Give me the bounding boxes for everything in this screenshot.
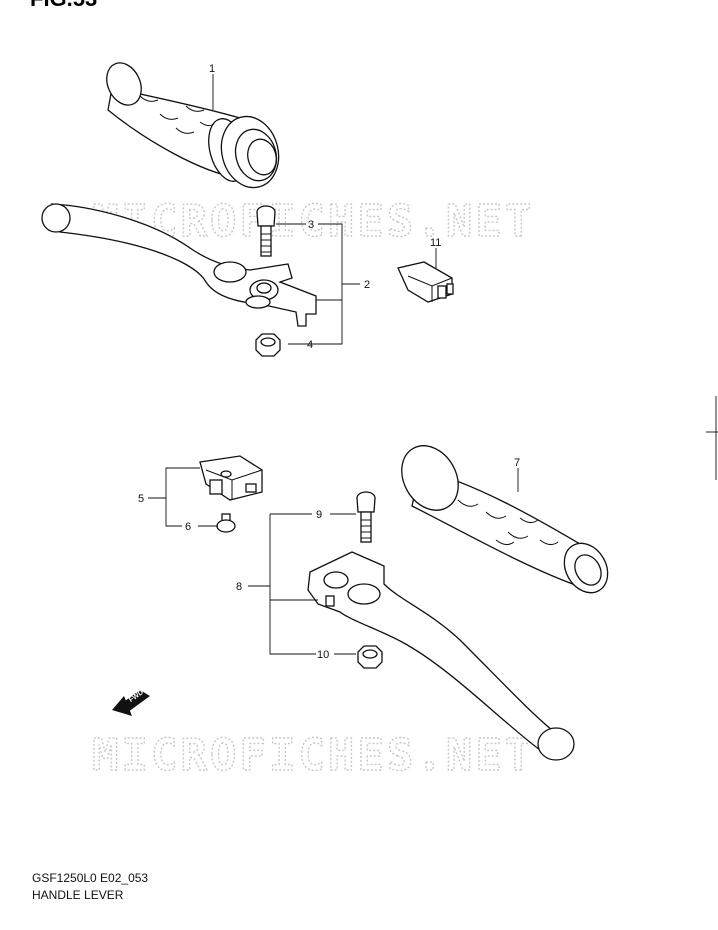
diagram-title: HANDLE LEVER [32,888,124,902]
right-grip-part [401,445,609,594]
lower-lever-part [307,551,575,761]
watermark-bottom: MICROFICHES.NET [92,730,534,781]
lower-nut-part [357,645,383,669]
callout-3: 3 [308,219,314,231]
callout-10: 10 [317,649,329,661]
model-code: GSF1250L0 E02_053 [32,871,149,885]
nut-part [255,333,281,357]
callout-9: 9 [316,509,322,521]
bracket-part [199,455,263,501]
callout-4: 4 [307,339,313,351]
callout-7: 7 [514,457,520,469]
lever-bolt-part [356,491,376,543]
callout-1: 1 [209,63,215,75]
pivot-bolt-part [256,205,276,257]
callout-8: 8 [236,581,242,593]
left-grip-part [106,62,280,189]
callout-11: 11 [430,237,441,249]
callout-6: 6 [185,521,191,533]
leader-lines [148,74,519,655]
screw-part [216,513,236,533]
callout-5: 5 [138,493,144,505]
clutch-switch-part [397,261,454,303]
callout-2: 2 [364,279,370,291]
fwd-arrow-icon: FWD [112,689,150,716]
upper-lever-part [41,203,317,327]
figure-label: FIG.53 [30,0,97,11]
